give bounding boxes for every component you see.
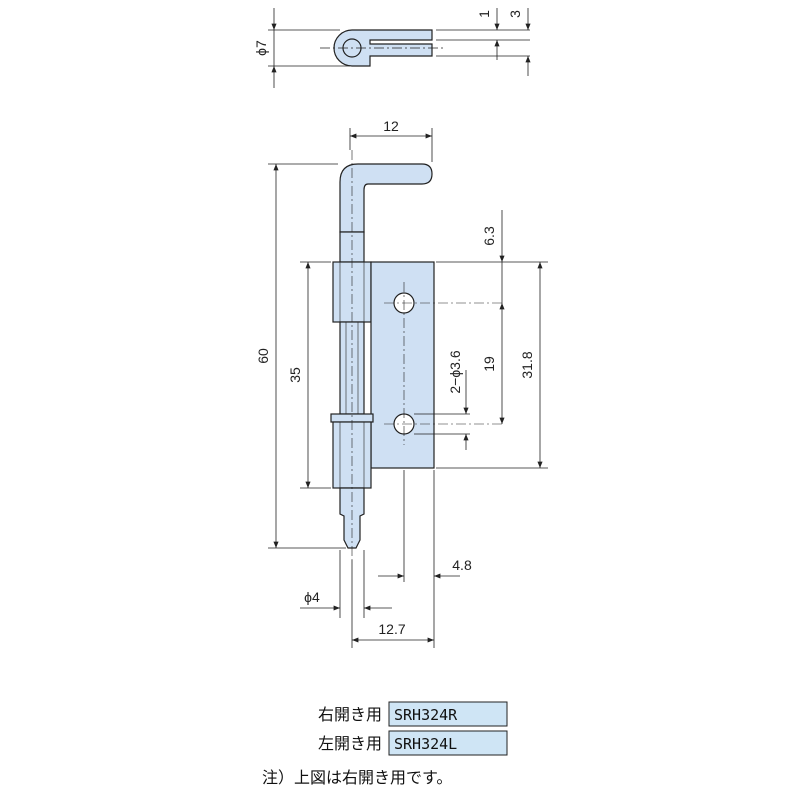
pin-handle [339, 163, 433, 233]
front-view [330, 163, 435, 549]
code-right: SRH324R [394, 706, 458, 724]
top-view [268, 8, 531, 88]
dim-top-3: 3 [507, 10, 523, 18]
dim-pin-phi: ϕ4 [304, 589, 320, 605]
center-lines [351, 150, 505, 560]
row-label-left: 左開き用 [318, 734, 382, 753]
code-box-right [388, 701, 508, 727]
dim-height-35: 35 [287, 367, 303, 383]
dim-height-60: 60 [255, 348, 271, 364]
dim-offset-4-8: 4.8 [452, 557, 472, 573]
dim-pitch-19: 19 [481, 356, 497, 372]
dim-pitch-6-3: 6.3 [481, 226, 497, 246]
dim-width-12: 12 [383, 118, 399, 134]
row-label-right: 右開き用 [318, 705, 382, 724]
footnote: 注）上図は右開き用です。 [262, 768, 452, 787]
part-table: 右開き用 SRH324R 左開き用 SRH324L [318, 701, 508, 756]
code-box-left [388, 730, 508, 756]
dim-top-phi: ϕ7 [253, 40, 269, 56]
code-left: SRH324L [394, 735, 457, 753]
dim-width-12-7: 12.7 [378, 621, 405, 637]
dim-height-31-8: 31.8 [519, 351, 535, 378]
dim-top-1: 1 [476, 10, 492, 18]
front-dimension-lines [268, 128, 548, 648]
dim-hole-spec: 2−ϕ3.6 [447, 350, 463, 393]
